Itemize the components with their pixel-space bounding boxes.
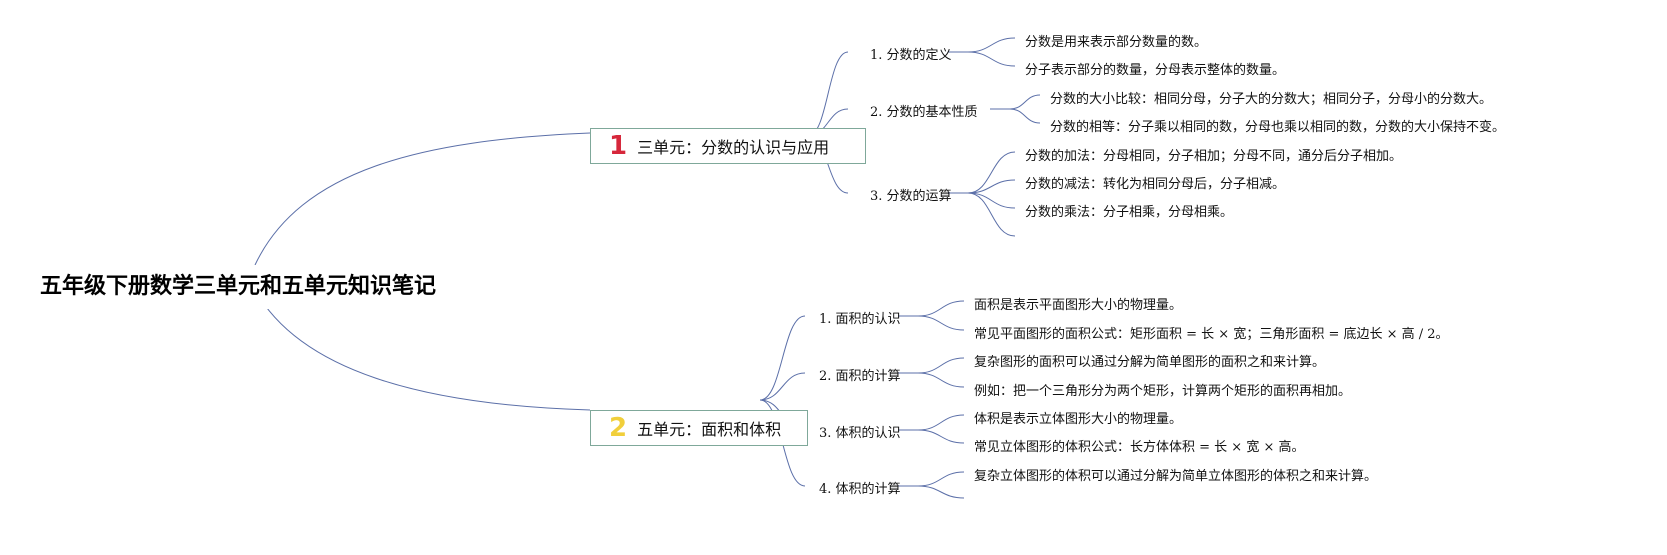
unit-1-point-link-1-1 xyxy=(967,37,1016,53)
point-fraction-def-2: 分子表示部分的数量，分母表示整体的数量。 xyxy=(1025,63,1286,78)
point-area-concept-2: 常见平面图形的面积公式：矩形面积 = 长 × 宽；三角形面积 = 底边长 × 高… xyxy=(974,327,1449,342)
point-fraction-op-3: 分数的乘法：分子相乘，分母相乘。 xyxy=(1025,205,1234,220)
point-fraction-op-1: 分数的加法：分母相同，分子相加；分母不同，通分后分子相加。 xyxy=(1025,149,1403,164)
unit-1-point-link-3-2 xyxy=(967,179,1016,194)
topic-fraction-definition[interactable]: 1. 分数的定义 xyxy=(870,48,952,63)
point-area-concept-1: 面积是表示平面图形大小的物理量。 xyxy=(974,298,1183,313)
unit-2-point-link-1-2 xyxy=(917,315,965,331)
unit-1-title: 三单元：分数的认识与应用 xyxy=(637,138,830,157)
topic-area-concept[interactable]: 1. 面积的认识 xyxy=(819,312,901,327)
unit-2-point-link-3-1 xyxy=(917,414,965,431)
point-volume-concept-2: 常见立体图形的体积公式：长方体体积 = 长 × 宽 × 高。 xyxy=(974,440,1305,455)
unit-2-topic-link-1 xyxy=(759,315,806,401)
unit-1-point-link-1-2 xyxy=(967,51,1016,67)
unit-1-point-link-2-1 xyxy=(1009,94,1041,110)
point-volume-calc-1: 复杂立体图形的体积可以通过分解为简单立体图形的体积之和来计算。 xyxy=(974,469,1378,484)
root-to-unit-2-link xyxy=(254,289,591,411)
unit-1-topic-link-1 xyxy=(807,51,849,137)
unit-1-point-link-3-4 xyxy=(967,192,1016,237)
unit-1-point-link-2-2 xyxy=(1009,108,1041,124)
point-fraction-prop-1: 分数的大小比较：相同分母，分子大的分数大；相同分子，分母小的分数大。 xyxy=(1050,92,1493,107)
unit-2-topic-link-2 xyxy=(759,372,806,401)
unit-2-point-link-4-1 xyxy=(917,471,965,487)
point-fraction-op-2: 分数的减法：转化为相同分母后，分子相减。 xyxy=(1025,177,1286,192)
unit-2-point-link-3-2 xyxy=(917,429,965,444)
point-volume-concept-1: 体积是表示立体图形大小的物理量。 xyxy=(974,412,1183,427)
point-fraction-def-1: 分数是用来表示部分数量的数。 xyxy=(1025,35,1208,50)
point-area-calc-1: 复杂图形的面积可以通过分解为简单图形的面积之和来计算。 xyxy=(974,355,1326,370)
topic-area-calculation[interactable]: 2. 面积的计算 xyxy=(819,369,901,384)
unit-1-node[interactable]: 1 三单元：分数的认识与应用 xyxy=(590,128,866,164)
unit-2-point-link-1-1 xyxy=(917,300,965,317)
unit-2-point-link-2-2 xyxy=(917,372,965,388)
point-fraction-prop-2: 分数的相等：分子乘以相同的数，分母也乘以相同的数，分数的大小保持不变。 xyxy=(1050,120,1506,135)
unit-2-point-link-2-1 xyxy=(917,357,965,374)
unit-2-number: 2 xyxy=(609,413,628,443)
unit-2-title: 五单元：面积和体积 xyxy=(637,420,782,439)
root-to-unit-1-link xyxy=(254,132,591,266)
point-area-calc-2: 例如：把一个三角形分为两个矩形，计算两个矩形的面积再相加。 xyxy=(974,384,1352,399)
unit-2-node[interactable]: 2 五单元：面积和体积 xyxy=(590,410,808,446)
unit-1-point-link-3-1 xyxy=(967,151,1016,194)
topic-fraction-properties[interactable]: 2. 分数的基本性质 xyxy=(870,105,978,120)
topic-volume-concept[interactable]: 3. 体积的认识 xyxy=(819,426,901,441)
topic-fraction-operations[interactable]: 3. 分数的运算 xyxy=(870,189,952,204)
topic-volume-calculation[interactable]: 4. 体积的计算 xyxy=(819,482,901,497)
root-title: 五年级下册数学三单元和五单元知识笔记 xyxy=(26,265,486,309)
unit-1-point-link-3-3 xyxy=(967,192,1016,209)
unit-1-number: 1 xyxy=(609,131,628,161)
unit-2-point-link-4-2 xyxy=(917,485,965,499)
